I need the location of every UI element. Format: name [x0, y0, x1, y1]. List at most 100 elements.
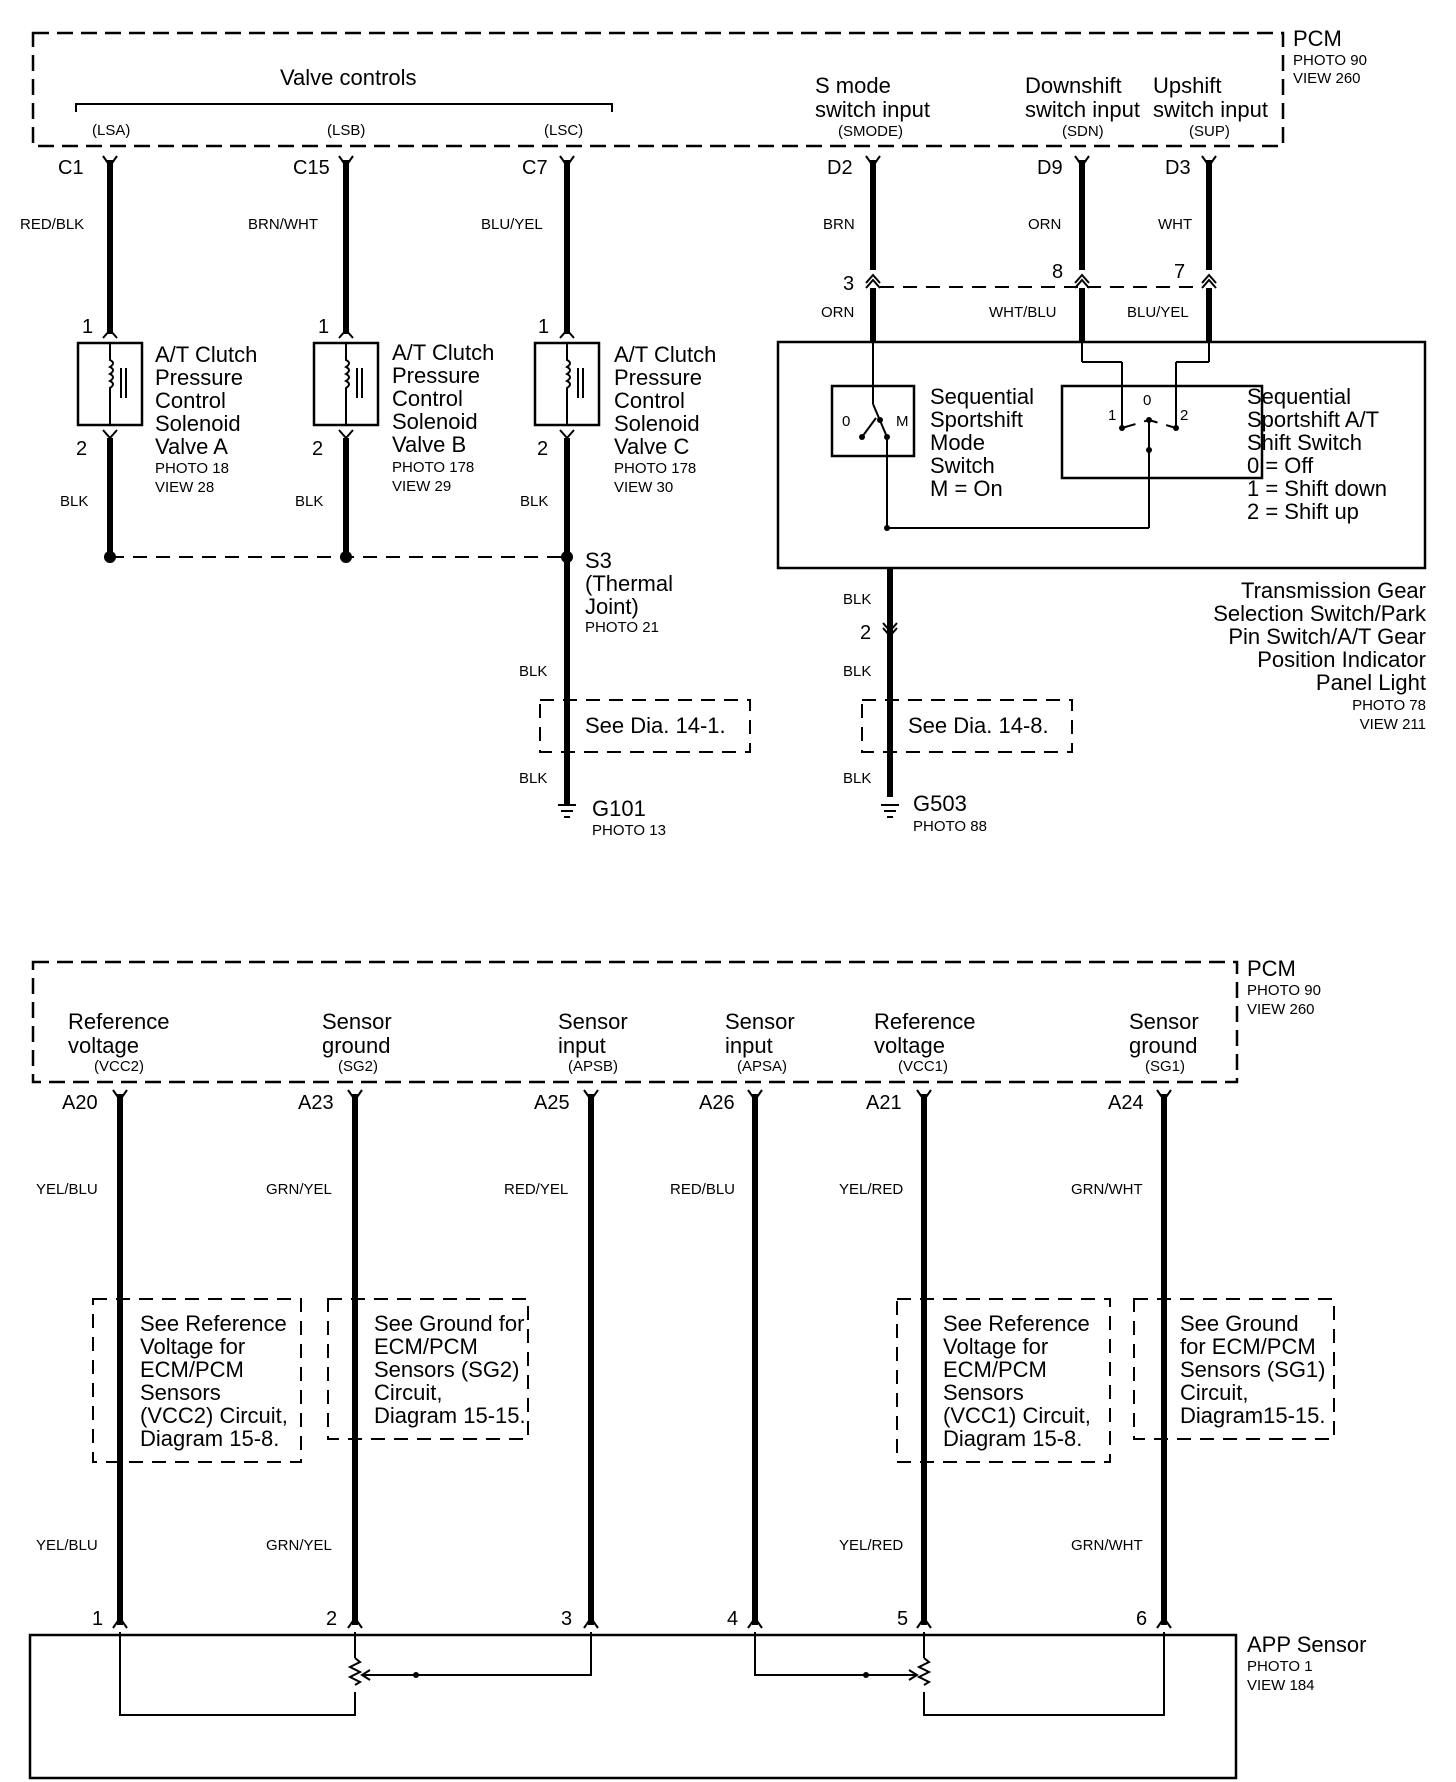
sol-c-photo: PHOTO 178	[614, 460, 696, 477]
seq-mode-label-5: M = On	[930, 476, 1003, 501]
g101-photo: PHOTO 13	[592, 822, 666, 839]
conn-pin-7: 7	[1174, 261, 1185, 283]
seq-shift-label-1: Sequential	[1247, 384, 1351, 409]
tgs-label-1: Transmission Gear	[1241, 578, 1426, 603]
seq-mode-label-1: Sequential	[930, 384, 1034, 409]
gnd-sg1-l4: Circuit,	[1180, 1380, 1248, 1405]
sig3-pin: A25	[534, 1092, 570, 1114]
sol-b-label-3: Control	[392, 386, 463, 411]
conn-pin-8: 8	[1052, 261, 1063, 283]
sig2-cpin: 2	[326, 1608, 337, 1630]
app-sensor-photo: PHOTO 1	[1247, 1658, 1313, 1675]
gnd-sg1-box	[1133, 1298, 1335, 1440]
solenoid-valve-a: 1 2 A/T Clutch Pressure Control Solenoid…	[76, 316, 257, 496]
solenoid-valve-c: 1 2 A/T Clutch Pressure Control Solenoid…	[533, 316, 716, 496]
ref-vcc1-l6: Diagram 15-8.	[943, 1426, 1082, 1451]
seq-mode-label-2: Sportshift	[930, 407, 1023, 432]
mode-switch-pos-0: 0	[842, 413, 850, 430]
sig6-cpin: 6	[1136, 1608, 1147, 1630]
pin-c7: C7	[522, 157, 548, 179]
signal-lsa: (LSA)	[92, 122, 130, 139]
smode-label-1: S mode	[815, 73, 891, 98]
ref-vcc2-l4: Sensors	[140, 1380, 221, 1405]
resistor-icon	[916, 1657, 932, 1686]
sol-c-label-4: Solenoid	[614, 411, 700, 436]
sig1-l2: voltage	[68, 1033, 139, 1058]
sig5-cpin: 5	[897, 1608, 908, 1630]
wire-label-bluyel: BLU/YEL	[1127, 304, 1189, 321]
gnd-sg1-l2: for ECM/PCM	[1180, 1334, 1316, 1359]
smode-label-2: switch input	[815, 97, 930, 122]
sdn-label-1: Downshift	[1025, 73, 1122, 98]
wire-label-orn: ORN	[821, 304, 854, 321]
app-pin-arrow-5	[916, 1616, 932, 1629]
sol-a-label-1: A/T Clutch	[155, 342, 257, 367]
gnd-sg2-l4: Circuit,	[374, 1380, 442, 1405]
g101-name: G101	[592, 796, 646, 821]
sol-a-photo: PHOTO 18	[155, 460, 229, 477]
sig2-l1: Sensor	[322, 1009, 392, 1034]
ground-icon	[881, 804, 899, 818]
sig5-code: (VCC1)	[898, 1058, 948, 1075]
pin-d2: D2	[827, 157, 853, 179]
sol-c-pin2: 2	[537, 438, 548, 460]
s3-label-3: Joint)	[585, 594, 639, 619]
conn-d3	[1201, 273, 1217, 289]
pin-c1: C1	[58, 157, 84, 179]
sig4-l2: input	[725, 1033, 773, 1058]
sol-c-conn-bottom	[559, 429, 575, 440]
wire-label-blk-g503a: BLK	[843, 663, 871, 680]
top-diagram: PCM PHOTO 90 VIEW 260 Valve controls (LS…	[20, 26, 1427, 839]
app-sensor-box	[28, 1633, 1238, 1780]
wire-label-c15: BRN/WHT	[248, 216, 318, 233]
mode-switch-pos-m: M	[896, 413, 909, 430]
ref-vcc2-l3: ECM/PCM	[140, 1357, 244, 1382]
sol-b-label-5: Valve B	[392, 432, 466, 457]
sol-b-label-1: A/T Clutch	[392, 340, 494, 365]
sol-b-photo: PHOTO 178	[392, 459, 474, 476]
sdn-label-2: switch input	[1025, 97, 1140, 122]
app-pin-arrow-1	[112, 1616, 128, 1629]
coil-icon	[108, 343, 114, 425]
sig4-wire-a: RED/BLU	[670, 1181, 735, 1198]
pcm-view-bottom: VIEW 260	[1247, 1001, 1315, 1018]
shift-pos-0: 0	[1143, 392, 1151, 409]
sig1-pin: A20	[62, 1092, 98, 1114]
shift-pos-1: 1	[1108, 407, 1116, 424]
conn-d2	[865, 273, 881, 289]
wiper-arrow-icon	[360, 1632, 592, 1681]
sig1-cpin: 1	[92, 1608, 103, 1630]
sig1-code: (VCC2)	[94, 1058, 144, 1075]
app-pin-arrow-3	[583, 1616, 599, 1629]
sol-c-view: VIEW 30	[614, 479, 673, 496]
sig1-l1: Reference	[68, 1009, 170, 1034]
coil-icon	[344, 343, 350, 425]
see-dia-14-8: See Dia. 14-8.	[908, 713, 1049, 738]
wiper-arrow-icon	[754, 1632, 919, 1681]
gnd-sg2-l5: Diagram 15-15.	[374, 1403, 526, 1428]
sig5-l2: voltage	[874, 1033, 945, 1058]
wire-label-blk-c: BLK	[520, 493, 548, 510]
ref-vcc1-l5: (VCC1) Circuit,	[943, 1403, 1091, 1428]
sig2-l2: ground	[322, 1033, 391, 1058]
sig6-pin: A24	[1108, 1092, 1144, 1114]
shift-pos-2: 2	[1180, 407, 1188, 424]
sol-c-label-5: Valve C	[614, 434, 690, 459]
wire-label-blk-a: BLK	[60, 493, 88, 510]
sol-a-conn-top	[102, 328, 118, 339]
gnd-sg2-l1: See Ground for	[374, 1311, 524, 1336]
s3-label-1: S3	[585, 548, 612, 573]
tgs-label-4: Position Indicator	[1257, 647, 1426, 672]
s3-photo: PHOTO 21	[585, 619, 659, 636]
pcm-title-top: PCM	[1293, 26, 1342, 51]
app-pin-arrow-4	[747, 1616, 763, 1629]
ref-vcc2-l1: See Reference	[140, 1311, 287, 1336]
pcm-box-top	[31, 31, 1285, 148]
g503-photo: PHOTO 88	[913, 818, 987, 835]
wire-label-blk-tgs: BLK	[843, 591, 871, 608]
sol-b-label-4: Solenoid	[392, 409, 478, 434]
tgs-box	[776, 340, 1427, 570]
sig5-l1: Reference	[874, 1009, 976, 1034]
see-dia-14-1-box	[539, 699, 751, 753]
